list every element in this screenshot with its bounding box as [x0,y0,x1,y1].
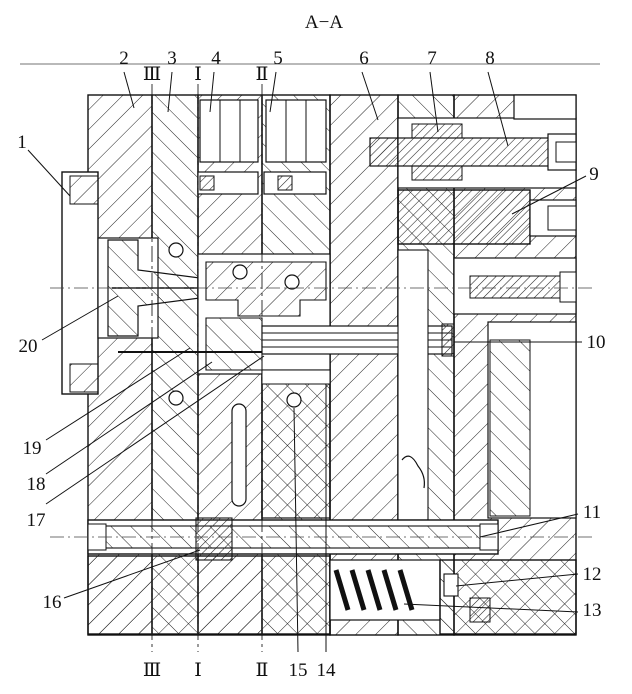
part-label-12: 12 [583,564,602,585]
part-label-3: 3 [167,48,177,69]
hole-center-left [232,264,248,280]
hole-left-upper [168,242,184,258]
part-label-6: 6 [359,48,369,69]
part-label-5: 5 [273,48,283,69]
part-label-7: 7 [427,48,437,69]
bolt-8 [369,137,551,167]
clamp-plate-1 [61,171,99,395]
part-label-4: 4 [211,48,221,69]
part-12 [443,573,459,597]
bushing-16 [195,517,233,561]
part-label-9: 9 [589,164,599,185]
part-label-20: 20 [19,336,38,357]
part-label-11: 11 [583,502,601,523]
hole-left-lower [168,390,184,406]
part-label-8: 8 [485,48,495,69]
part-label-19: 19 [23,438,42,459]
section-mark-i-bottom: Ⅰ [194,660,202,681]
plate-6-lower-white [397,249,429,521]
part-label-18: 18 [27,474,46,495]
part-label-2: 2 [119,48,129,69]
section-mark-ii-top: Ⅱ [256,64,269,85]
section-mark-iii-top: Ⅲ [143,64,161,85]
hole-15 [286,392,302,408]
part-label-16: 16 [43,592,62,613]
part-label-14: 14 [317,660,337,681]
bottom-plate-left [87,555,331,635]
part-label-10: 10 [587,332,606,353]
top-cavity-5 [265,99,327,163]
section-mark-ii-bottom: Ⅱ [256,660,269,681]
section-title: A−A [305,12,343,33]
section-mark-iii-bottom: Ⅲ [143,660,161,681]
block-9 [397,189,531,245]
top-cavity-4 [199,99,259,163]
part-label-1: 1 [17,132,27,153]
part-label-15: 15 [289,660,308,681]
slot [231,403,247,507]
part-label-13: 13 [583,600,602,621]
lower-core [261,369,331,519]
part-label-17: 17 [27,510,46,531]
hole-center-right [284,274,300,290]
leader-lines [27,71,587,653]
screw-top-right [263,171,327,195]
mold-assembly [50,94,592,636]
spring-13 [333,569,415,611]
spring-cavity [329,559,441,621]
section-mark-i-top: Ⅰ [194,64,202,85]
